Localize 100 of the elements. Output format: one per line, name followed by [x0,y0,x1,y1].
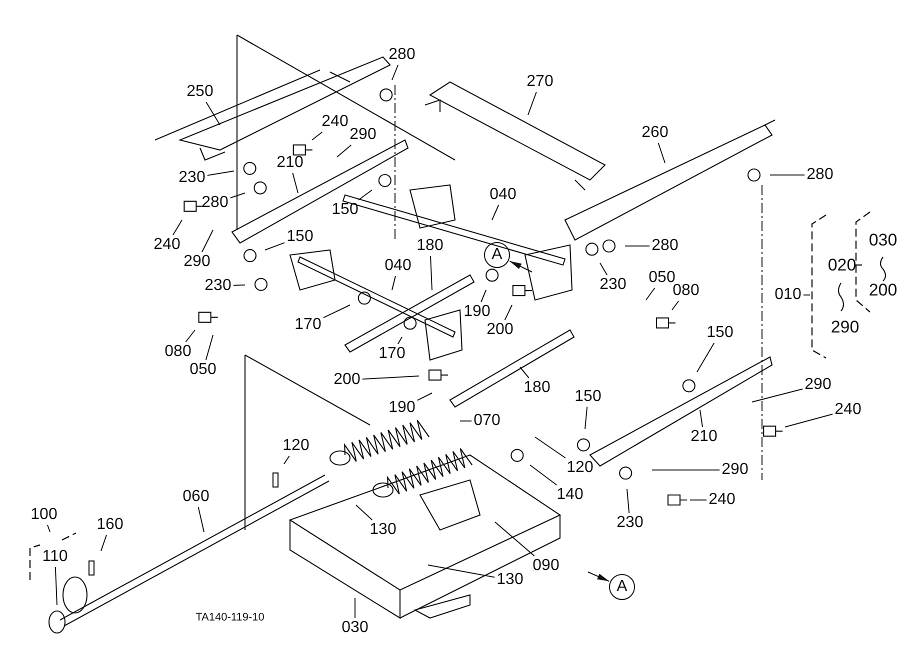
callout-number: 180 [416,238,444,254]
callout-number: 150 [706,325,734,341]
leader-line [480,290,486,302]
leader-line [752,388,804,402]
reference-circle: A [484,242,510,268]
callout-number: 230 [600,277,626,293]
callout-number: 170 [378,346,406,362]
callout-number: 210 [690,429,718,445]
leader-line [354,598,356,618]
leader-line [230,192,246,198]
callout-number: 200 [868,282,898,298]
callout-number: 240 [154,237,180,253]
callout-number: 080 [672,283,700,299]
leader-line [202,230,214,252]
reference-arrow [588,572,610,582]
callout-number: 180 [524,380,550,396]
callout-number: 010 [774,287,802,303]
callout-number: 100 [30,507,58,523]
leader-line [264,242,286,250]
leader-line [336,144,352,158]
leader-line [528,92,537,116]
leader-line [322,304,350,318]
callout-number: 170 [294,317,322,333]
callout-number: 040 [490,187,516,203]
callout-number: 150 [332,202,358,218]
leader-line [416,392,432,401]
leader-line [430,256,432,290]
leader-line [54,566,58,606]
callout-number: 130 [370,522,396,538]
leader-line [47,524,50,532]
callout-number: 290 [830,318,860,336]
callout-number: 230 [616,515,644,531]
callout-number: 280 [652,238,678,254]
callout-number: 230 [204,278,232,294]
callout-number: 290 [804,377,832,393]
callout-number: 050 [648,270,676,286]
leader-line [584,406,588,430]
callout-number: 280 [202,195,228,211]
leader-line [696,342,715,372]
callout-number: 160 [96,517,124,533]
leader-line [784,414,834,428]
callout-number: 070 [474,413,500,429]
callout-number: 280 [806,167,834,183]
leader-line [460,420,472,422]
callout-number: 080 [164,344,192,360]
callout-number: 110 [42,549,68,565]
callout-number: 200 [486,322,514,338]
leader-line [700,410,703,428]
leader-line [600,262,608,276]
callout-number: 190 [464,304,490,320]
callout-number: 250 [186,84,214,100]
reference-arrow [509,260,532,272]
drawing-number: TA140-119-10 [196,612,264,624]
leader-line [232,284,246,286]
leader-line [100,534,107,552]
leader-line [205,334,214,360]
callout-number: 260 [642,125,668,141]
callout-number: 150 [286,229,314,245]
callout-number: 120 [566,460,594,476]
callout-number: 270 [526,74,554,90]
callout-number: 130 [496,572,524,588]
callout-number: 210 [276,155,304,171]
callout-number: 290 [350,127,376,143]
leader-line [392,64,398,80]
callout-number: 140 [556,487,584,503]
leader-line [428,564,496,578]
leader-line [802,294,810,296]
callout-number: 030 [868,232,898,248]
callout-number: 060 [182,489,210,505]
callout-number: 290 [722,462,748,478]
leader-line [520,366,530,378]
callout-number: 120 [282,438,310,454]
leader-line [198,506,204,532]
callout-number: 240 [708,492,736,508]
leader-line [658,142,666,164]
callout-number: 290 [184,254,210,270]
callout-number: 230 [178,170,206,186]
leader-line [672,300,680,310]
leader-line [356,504,373,520]
leader-line [770,174,806,176]
callout-number: 280 [388,47,416,63]
callout-number: 040 [384,258,412,274]
callout-number: 200 [334,372,360,388]
leader-line [358,190,372,200]
leader-line [626,488,630,514]
reference-circle: A [609,574,635,600]
callout-number: 190 [388,400,416,416]
leader-line [206,170,234,176]
leader-line [206,102,220,126]
leader-line [504,304,512,320]
leader-line [362,376,420,380]
leader-line [185,330,196,342]
callout-number: 020 [828,256,856,274]
callout-number: 090 [532,558,560,574]
callout-number: 050 [190,362,216,378]
leader-line [312,132,323,140]
leader-line [492,204,500,220]
callout-number: 150 [574,389,602,405]
leader-line [172,220,182,236]
callout-number: 240 [834,402,862,418]
